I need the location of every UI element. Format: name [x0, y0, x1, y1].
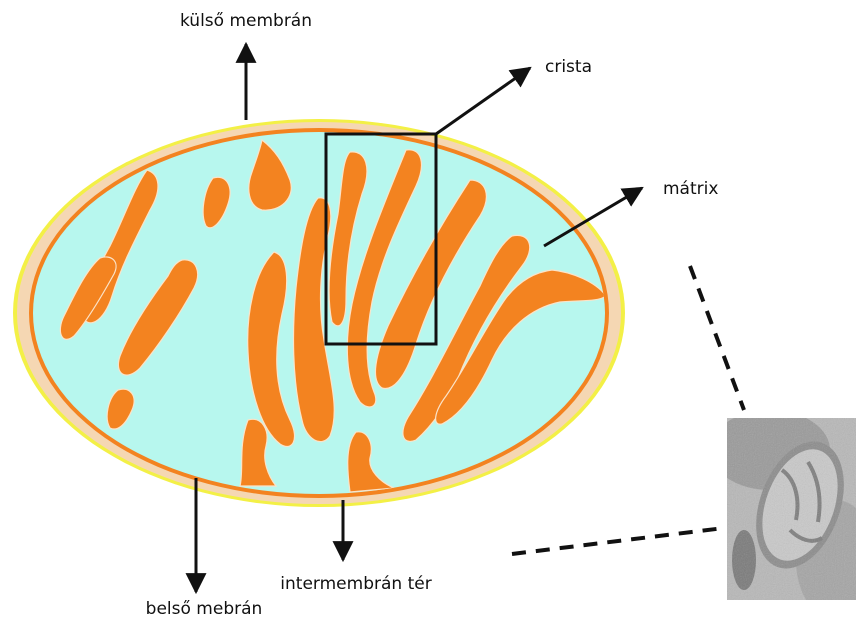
micrograph-connector-lower — [512, 528, 724, 554]
matrix-label: mátrix — [663, 179, 718, 199]
electron-micrograph — [710, 410, 856, 620]
intermembrane-space-label: intermembrán tér — [280, 574, 431, 594]
crista-arrow — [436, 68, 530, 134]
micrograph-connector-upper — [690, 266, 744, 410]
outer-membrane-label: külső membrán — [180, 11, 312, 31]
inner-membrane-label: belső mebrán — [146, 599, 263, 619]
crista-label: crista — [545, 57, 592, 77]
